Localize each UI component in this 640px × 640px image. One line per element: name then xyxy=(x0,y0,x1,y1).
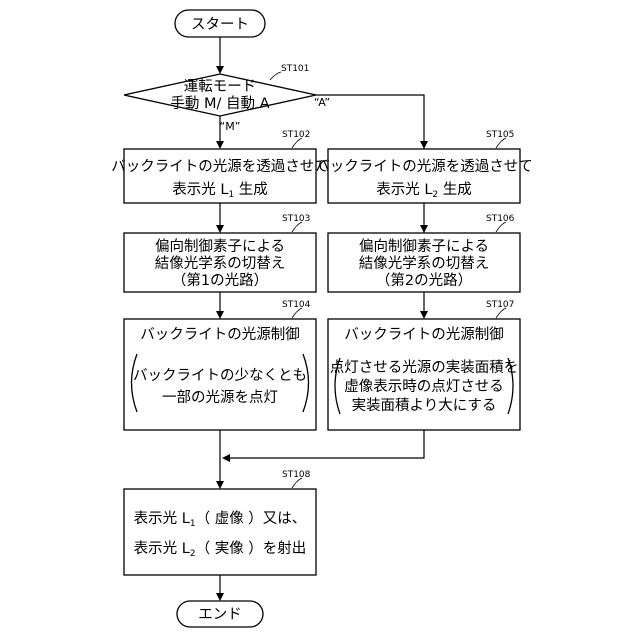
step-label-st102: ST102 xyxy=(282,130,310,140)
process-line-2: 虚像表示時の点灯させる xyxy=(344,378,504,395)
step-label-st105: ST105 xyxy=(486,130,514,140)
process-line-2: 結像光学系の切替え xyxy=(155,255,286,272)
process-line-3: 実装面積より大にする xyxy=(352,397,497,414)
process-line-1: 表示光 L1（ 虚像 ）又は、 xyxy=(134,510,307,529)
process-line-2: 表示光 L2 生成 xyxy=(376,181,472,200)
process-line-2: 一部の光源を点灯 xyxy=(162,389,278,406)
edge-label-m: “M” xyxy=(220,120,241,133)
process-line-3: （第2の光路） xyxy=(376,271,472,289)
process-line-1: バックライトの光源を透過させて xyxy=(315,158,533,175)
arrowhead xyxy=(216,311,224,319)
decision-line-1: 運転モード xyxy=(184,78,257,95)
process-st107: バックライトの光源制御 点灯させる光源の実装面積を 虚像表示時の点灯させる 実装… xyxy=(328,300,520,430)
process-line-2: 結像光学系の切替え xyxy=(359,255,490,272)
end-label: エンド xyxy=(198,607,242,623)
arrowhead xyxy=(222,454,230,462)
connector-st107-merge xyxy=(226,430,424,458)
process-line-1: バックライトの光源を透過させて xyxy=(111,158,329,175)
process-title: バックライトの光源制御 xyxy=(140,326,300,343)
arrowhead xyxy=(216,593,224,601)
end-terminator: エンド xyxy=(177,601,263,627)
process-line-2: 表示光 L2（ 実像 ）を射出 xyxy=(134,540,307,559)
process-line-3: （第1の光路） xyxy=(172,271,268,289)
connector-decision-to-st105 xyxy=(316,95,424,145)
step-label-st103: ST103 xyxy=(282,214,310,224)
process-line-1: 点灯させる光源の実装面積を xyxy=(330,359,519,376)
arrowhead xyxy=(420,225,428,233)
process-title: バックライトの光源制御 xyxy=(344,326,504,343)
start-terminator: スタート xyxy=(175,10,265,37)
arrowhead xyxy=(216,225,224,233)
process-line-1: バックライトの少なくとも xyxy=(133,367,307,384)
process-st104: バックライトの光源制御 バックライトの少なくとも 一部の光源を点灯 ST104 xyxy=(124,300,316,430)
step-label-st108: ST108 xyxy=(282,470,311,480)
arrowhead xyxy=(420,141,428,149)
edge-label-a: “A” xyxy=(314,96,330,109)
step-label-st101: ST101 xyxy=(281,64,309,74)
step-leader xyxy=(270,72,281,80)
process-line-1: 偏向制御素子による xyxy=(155,238,285,255)
decision-line-2: 手動 M/ 自動 A xyxy=(170,95,269,112)
arrowhead xyxy=(216,66,224,74)
arrowhead xyxy=(420,311,428,319)
step-label-st106: ST106 xyxy=(486,214,515,224)
process-box xyxy=(124,489,316,575)
start-label: スタート xyxy=(191,16,249,33)
step-label-st107: ST107 xyxy=(486,300,514,310)
step-label-st104: ST104 xyxy=(282,300,311,310)
process-line-1: 偏向制御素子による xyxy=(359,238,489,255)
process-line-2: 表示光 L1 生成 xyxy=(172,181,268,200)
arrowhead xyxy=(216,481,224,489)
arrowhead xyxy=(216,141,224,149)
